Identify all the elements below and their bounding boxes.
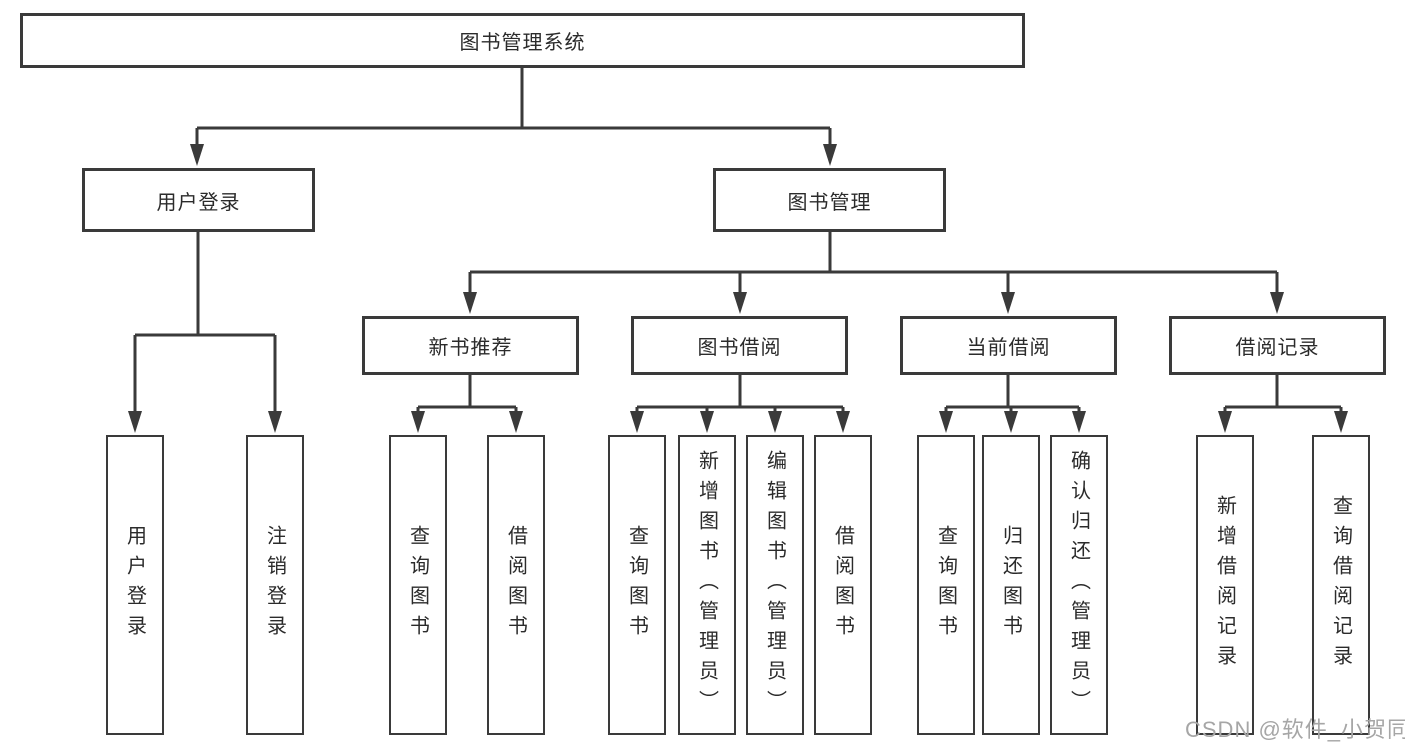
leaf-label: 归还图书 [999, 525, 1022, 645]
node-label: 当前借阅 [966, 337, 1051, 359]
leaf-label: 借阅图书 [504, 525, 527, 645]
leaf-label: 注销登录 [263, 525, 286, 645]
leaf-borrow-add-books-admin: 新增图书（管理员） [678, 435, 736, 735]
leaf-label: 查询图书 [406, 525, 429, 645]
node-current-borrowing: 当前借阅 [900, 316, 1117, 375]
arrowheads [128, 144, 1348, 433]
leaf-current-return-books: 归还图书 [982, 435, 1040, 735]
tree-branch-lines [133, 68, 1343, 421]
leaf-borrow-query-books: 查询图书 [608, 435, 666, 735]
node-label: 图书借阅 [697, 337, 782, 359]
leaf-label: 编辑图书（管理员） [763, 450, 786, 720]
node-label: 图书管理 [787, 191, 872, 214]
leaf-label: 借阅图书 [831, 525, 854, 645]
leaf-label: 确认归还（管理员） [1067, 450, 1090, 720]
leaf-user-login: 用户登录 [106, 435, 164, 735]
node-label: 用户登录 [156, 191, 241, 214]
leaf-records-query-record: 查询借阅记录 [1312, 435, 1370, 735]
leaf-current-confirm-return-admin: 确认归还（管理员） [1050, 435, 1108, 735]
leaf-borrow-borrow-books: 借阅图书 [814, 435, 872, 735]
leaf-label: 新增借阅记录 [1213, 495, 1236, 675]
node-label: 借阅记录 [1235, 337, 1320, 359]
leaf-records-add-record: 新增借阅记录 [1196, 435, 1254, 735]
node-borrowing-records: 借阅记录 [1169, 316, 1386, 375]
leaf-borrow-edit-books-admin: 编辑图书（管理员） [746, 435, 804, 735]
leaf-recommend-borrow-books: 借阅图书 [487, 435, 545, 735]
leaf-current-query-books: 查询图书 [917, 435, 975, 735]
leaf-label: 用户登录 [123, 525, 146, 645]
node-library-management-system: 图书管理系统 [20, 13, 1025, 68]
leaf-recommend-query-books: 查询图书 [389, 435, 447, 735]
node-book-borrowing: 图书借阅 [631, 316, 848, 375]
watermark: CSDN @软件_小贺同学 [1185, 717, 1405, 742]
node-label: 图书管理系统 [459, 32, 586, 54]
node-user-login: 用户登录 [82, 168, 315, 232]
node-label: 新书推荐 [428, 337, 513, 359]
node-book-management: 图书管理 [713, 168, 946, 232]
leaf-label: 新增图书（管理员） [695, 450, 718, 720]
node-new-book-recommendation: 新书推荐 [362, 316, 579, 375]
leaf-label: 查询图书 [934, 525, 957, 645]
leaf-label: 查询借阅记录 [1329, 495, 1352, 675]
leaf-label: 查询图书 [625, 525, 648, 645]
leaf-logout: 注销登录 [246, 435, 304, 735]
